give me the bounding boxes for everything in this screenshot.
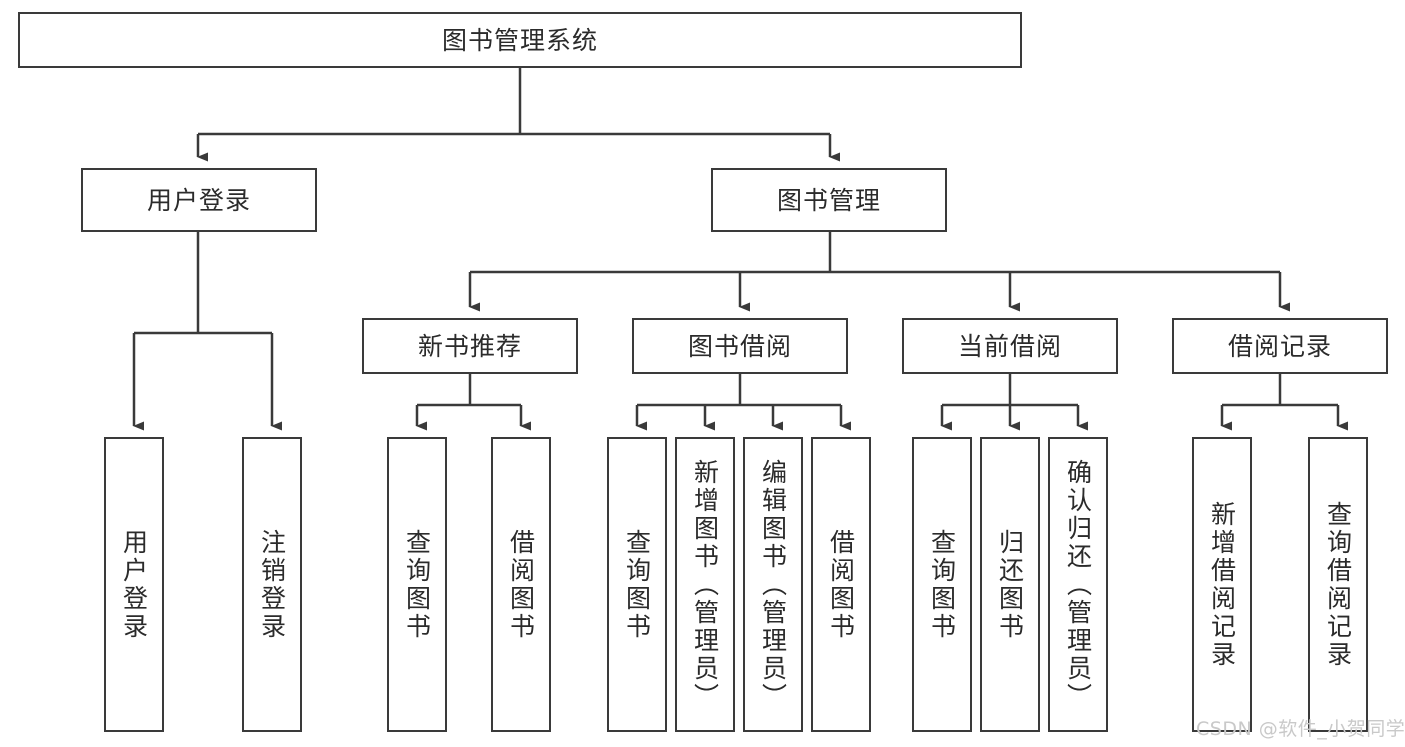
watermark-text: CSDN @软件_小贺同学	[1196, 718, 1405, 740]
node-label: 新书推荐	[417, 331, 522, 361]
node-label: 当前借阅	[957, 331, 1062, 361]
node-leaf-query-borrow-record[interactable]: 查询借阅记录	[1308, 437, 1368, 732]
node-leaf-logout[interactable]: 注销登录	[242, 437, 302, 732]
node-label: 借阅图书	[506, 528, 536, 641]
node-leaf-confirm-return-admin[interactable]: 确认归还（管理员）	[1048, 437, 1108, 732]
node-label: 用户登录	[119, 528, 149, 641]
node-leaf-add-book-admin[interactable]: 新增图书（管理员）	[675, 437, 735, 732]
node-root-system[interactable]: 图书管理系统	[18, 12, 1022, 68]
node-label: 新增借阅记录	[1207, 500, 1237, 669]
node-leaf-add-borrow-record[interactable]: 新增借阅记录	[1192, 437, 1252, 732]
node-label: 图书管理系统	[441, 25, 598, 55]
node-user-login[interactable]: 用户登录	[81, 168, 317, 232]
node-label: 编辑图书（管理员）	[758, 458, 788, 711]
node-label: 查询图书	[402, 528, 432, 641]
node-leaf-borrow-book-recommend[interactable]: 借阅图书	[491, 437, 551, 732]
node-book-borrow[interactable]: 图书借阅	[632, 318, 848, 374]
node-borrow-record[interactable]: 借阅记录	[1172, 318, 1388, 374]
node-label: 查询借阅记录	[1323, 500, 1353, 669]
node-leaf-user-login[interactable]: 用户登录	[104, 437, 164, 732]
node-label: 确认归还（管理员）	[1063, 458, 1093, 711]
node-label: 图书借阅	[687, 331, 792, 361]
node-label: 查询图书	[927, 528, 957, 641]
node-label: 借阅记录	[1227, 331, 1332, 361]
node-label: 用户登录	[146, 185, 251, 215]
node-book-management[interactable]: 图书管理	[711, 168, 947, 232]
node-leaf-return-book[interactable]: 归还图书	[980, 437, 1040, 732]
node-label: 注销登录	[257, 528, 287, 641]
node-label: 归还图书	[995, 528, 1025, 641]
node-label: 查询图书	[622, 528, 652, 641]
node-leaf-query-book-recommend[interactable]: 查询图书	[387, 437, 447, 732]
node-current-borrow[interactable]: 当前借阅	[902, 318, 1118, 374]
node-leaf-borrow-book[interactable]: 借阅图书	[811, 437, 871, 732]
node-label: 借阅图书	[826, 528, 856, 641]
node-leaf-edit-book-admin[interactable]: 编辑图书（管理员）	[743, 437, 803, 732]
node-leaf-query-book-current[interactable]: 查询图书	[912, 437, 972, 732]
node-leaf-query-book-borrow[interactable]: 查询图书	[607, 437, 667, 732]
node-label: 图书管理	[776, 185, 881, 215]
node-new-book-recommend[interactable]: 新书推荐	[362, 318, 578, 374]
node-label: 新增图书（管理员）	[690, 458, 720, 711]
